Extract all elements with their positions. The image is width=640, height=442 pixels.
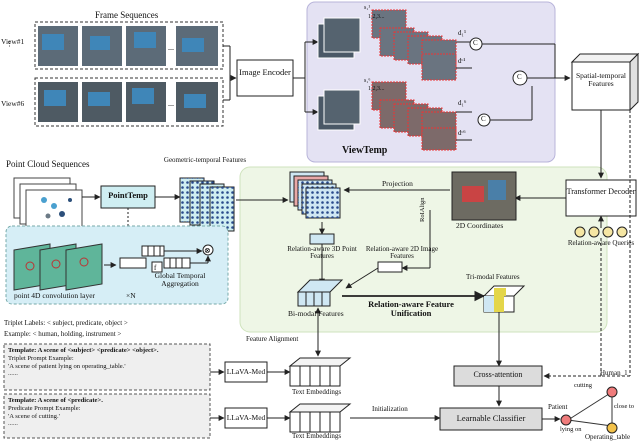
- template2-example: 'A scene of cutting.': [8, 412, 60, 420]
- cross-attention-label: Cross-attention: [473, 370, 523, 379]
- view6-label: View#6: [1, 99, 25, 108]
- trimodal-block: [482, 285, 526, 313]
- relation-queries-label: Relation-aware Queries: [567, 239, 635, 247]
- template2-dots: ......: [8, 420, 18, 428]
- table-node: [606, 422, 618, 434]
- image-encoder-label: Image Encoder: [239, 67, 291, 77]
- graph-patient-label: Patient: [548, 403, 568, 411]
- fusion-3d-features: [289, 171, 341, 219]
- template2-example-label: Predicate Prompt Example:: [8, 404, 81, 412]
- multiply-icon: ⊗: [204, 246, 211, 255]
- coords-image: [451, 171, 517, 221]
- coords-label: 2D Coordinates: [456, 221, 504, 230]
- d1-top-label: d₁¹: [458, 29, 467, 37]
- point-cloud-frames: [13, 177, 83, 231]
- bimodal-block: [296, 279, 344, 307]
- d1-bottom-label: d₁⁶: [458, 99, 467, 107]
- human-node: [606, 386, 618, 398]
- gta-f-label: f: [154, 264, 157, 272]
- seq-bottom-label: 1,2,3...: [368, 86, 385, 92]
- image-encoder-box: [236, 59, 294, 97]
- transformer-decoder-box: [565, 179, 637, 217]
- template2-box: [3, 393, 211, 439]
- initialization-label: Initialization: [372, 405, 408, 413]
- template1-box: [3, 343, 211, 391]
- viewtemp-top-frames: [317, 9, 457, 81]
- template2-text: Template: A scene of <predicate>. Predic…: [8, 397, 208, 428]
- graph-close-to-label: close to: [614, 403, 635, 410]
- dots-views: ⋮: [6, 40, 13, 48]
- rel3d-block: [309, 233, 335, 245]
- text-emb2-block: [288, 403, 352, 433]
- template1-example-label: Triplet Prompt Example:: [8, 354, 74, 362]
- geo-features-label: Geometric-temporal Features: [163, 156, 247, 164]
- frames-view6: ...: [38, 82, 218, 122]
- s-bottom-label: s₁⁶: [364, 78, 371, 84]
- concat-top-label: C: [473, 39, 478, 47]
- frames-view6-box: [34, 77, 224, 127]
- viewtemp-title: ViewTemp: [342, 145, 388, 156]
- llava1-label: LLaVA-Med: [226, 367, 266, 376]
- seq-top-label: 1,2,3...: [368, 14, 385, 20]
- times-n-label: ×N: [126, 291, 136, 300]
- rel3d-label: Relation-aware 3D Point Features: [287, 245, 357, 261]
- transformer-decoder-label: Transformer Decoder: [566, 187, 636, 196]
- graph-lying-on-label: lying on: [560, 426, 582, 433]
- dc-bottom-label: dᶜ⁶: [458, 129, 466, 137]
- gta-label: Global Temporal Aggregation: [154, 271, 206, 288]
- relation-queries-icons: [574, 226, 628, 238]
- pointtemp-label: PointTemp: [108, 190, 148, 200]
- concat-bottom-label: C: [481, 115, 486, 123]
- unification-label: Relation-aware Feature Unification: [368, 299, 454, 318]
- rel2d-block: [377, 261, 403, 273]
- triplet-labels: Triplet Labels: < subject, predicate, ob…: [4, 319, 128, 327]
- dc-top-label: dᶜ¹: [458, 57, 466, 65]
- roialign-label: RoIAlign: [419, 197, 426, 222]
- svg-text:...: ...: [168, 99, 174, 108]
- frame-sequences-title: Frame Sequences: [95, 10, 159, 20]
- s-top-label: s₁¹: [364, 5, 371, 11]
- spatial-temporal-label: Spatial-temporal Features: [576, 71, 626, 88]
- bimodal-label: Bi-modal Features: [288, 309, 344, 318]
- viewtemp-panel: [306, 1, 556, 163]
- graph-cutting-label: cutting: [574, 382, 593, 389]
- template1-dots: ......: [8, 370, 18, 378]
- triplet-example: Example: < human, holding, instrument >: [4, 330, 122, 338]
- template1-example: 'A scene of patient lying on operating_t…: [8, 362, 126, 370]
- graph-human-label: Human_1: [600, 369, 628, 377]
- viewtemp-bottom-frames: [317, 81, 457, 151]
- frames-view1: ...: [38, 26, 218, 66]
- llava2-label: LLaVA-Med: [226, 413, 266, 422]
- conv-layers: [13, 243, 103, 291]
- trimodal-label: Tri-modal Features: [466, 273, 520, 281]
- text-emb1-block: [288, 357, 352, 387]
- geometric-temporal-features: [179, 177, 235, 232]
- patient-node: [560, 414, 572, 426]
- rel2d-label: Relation-aware 2D Image Features: [365, 245, 439, 261]
- concat-merge-label: C: [517, 73, 522, 81]
- learnable-classifier-label: Learnable Classifier: [456, 413, 526, 423]
- spatial-temporal-cube: [570, 52, 640, 112]
- feature-alignment-label: Feature Alignment: [246, 335, 299, 343]
- template1-text: Template: A scene of <subject> <predicat…: [8, 347, 208, 378]
- gta-block: f ⊗: [119, 244, 214, 273]
- text-emb1-label: Text Embeddings: [292, 388, 342, 396]
- cross-attention-box: [453, 365, 543, 387]
- template2-heading: Template: A scene of <predicate>.: [8, 397, 103, 404]
- point-cloud-title: Point Cloud Sequences: [6, 159, 90, 169]
- svg-text:...: ...: [168, 43, 174, 52]
- graph-table-label: Operating_table: [585, 433, 631, 441]
- text-emb2-label: Text Embeddings: [292, 432, 342, 440]
- template1-heading: Template: A scene of <subject> <predicat…: [8, 347, 159, 354]
- view1-label: View#1: [1, 37, 25, 46]
- conv-label: point 4D convolution layer: [14, 291, 96, 300]
- projection-label: Projection: [382, 179, 413, 188]
- scene-graph: [560, 386, 618, 434]
